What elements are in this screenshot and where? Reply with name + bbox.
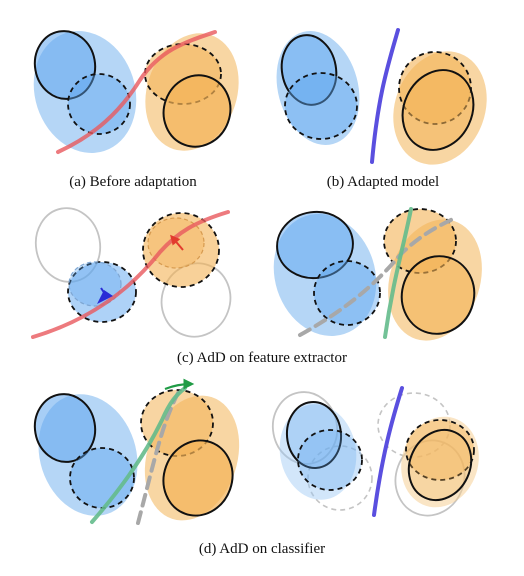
panel-d-left — [33, 378, 240, 525]
caption-c: (c) AdD on feature extractor — [177, 350, 347, 366]
target-cluster — [162, 439, 234, 517]
arrow-blue-stem — [100, 287, 108, 298]
caption-b: (b) Adapted model — [327, 174, 439, 190]
panel-c-right — [273, 207, 482, 341]
decision-boundary-gray-dashed — [298, 216, 457, 337]
source-cluster-dashed — [67, 261, 137, 323]
caption-d: (d) AdD on classifier — [199, 541, 325, 557]
target-cluster — [162, 74, 232, 148]
source-shadow — [279, 404, 357, 500]
target-cluster-dashed — [142, 212, 220, 288]
source-cluster — [33, 30, 97, 100]
target-shadow — [401, 416, 479, 508]
source-cluster-dashed — [69, 447, 135, 509]
source-cluster-dashed — [284, 72, 358, 140]
decision-boundary-green — [383, 207, 413, 339]
decision-boundary-red — [31, 210, 230, 339]
arrow-red — [170, 234, 184, 251]
decision-boundary-red — [56, 30, 217, 154]
decision-boundary-purple — [370, 28, 400, 164]
source-cluster — [33, 393, 97, 463]
ghost-source-dashed — [307, 445, 373, 511]
source-cluster — [280, 34, 338, 106]
target-cluster-dashed — [405, 419, 475, 481]
decision-boundary-green — [90, 386, 187, 524]
panel-c-left — [31, 207, 232, 339]
ghost-source-outline — [271, 391, 339, 465]
decision-boundary-purple — [372, 386, 404, 517]
target-cluster — [401, 69, 475, 151]
source-cluster-dashed — [67, 73, 131, 135]
target-cluster — [407, 428, 473, 502]
panel-a: (a) Before adaptation — [33, 30, 239, 190]
source-cluster-dashed — [297, 429, 363, 491]
arrow-green — [164, 378, 195, 391]
panel-d-right — [271, 386, 479, 517]
panel-b: (b) Adapted model — [276, 28, 487, 190]
source-cluster-dashed — [313, 260, 381, 326]
source-cluster — [276, 210, 354, 280]
caption-a: (a) Before adaptation — [69, 174, 197, 190]
decision-boundary-gray-dashed — [136, 391, 180, 525]
target-cluster — [400, 255, 476, 335]
arrow-blue — [97, 290, 113, 304]
